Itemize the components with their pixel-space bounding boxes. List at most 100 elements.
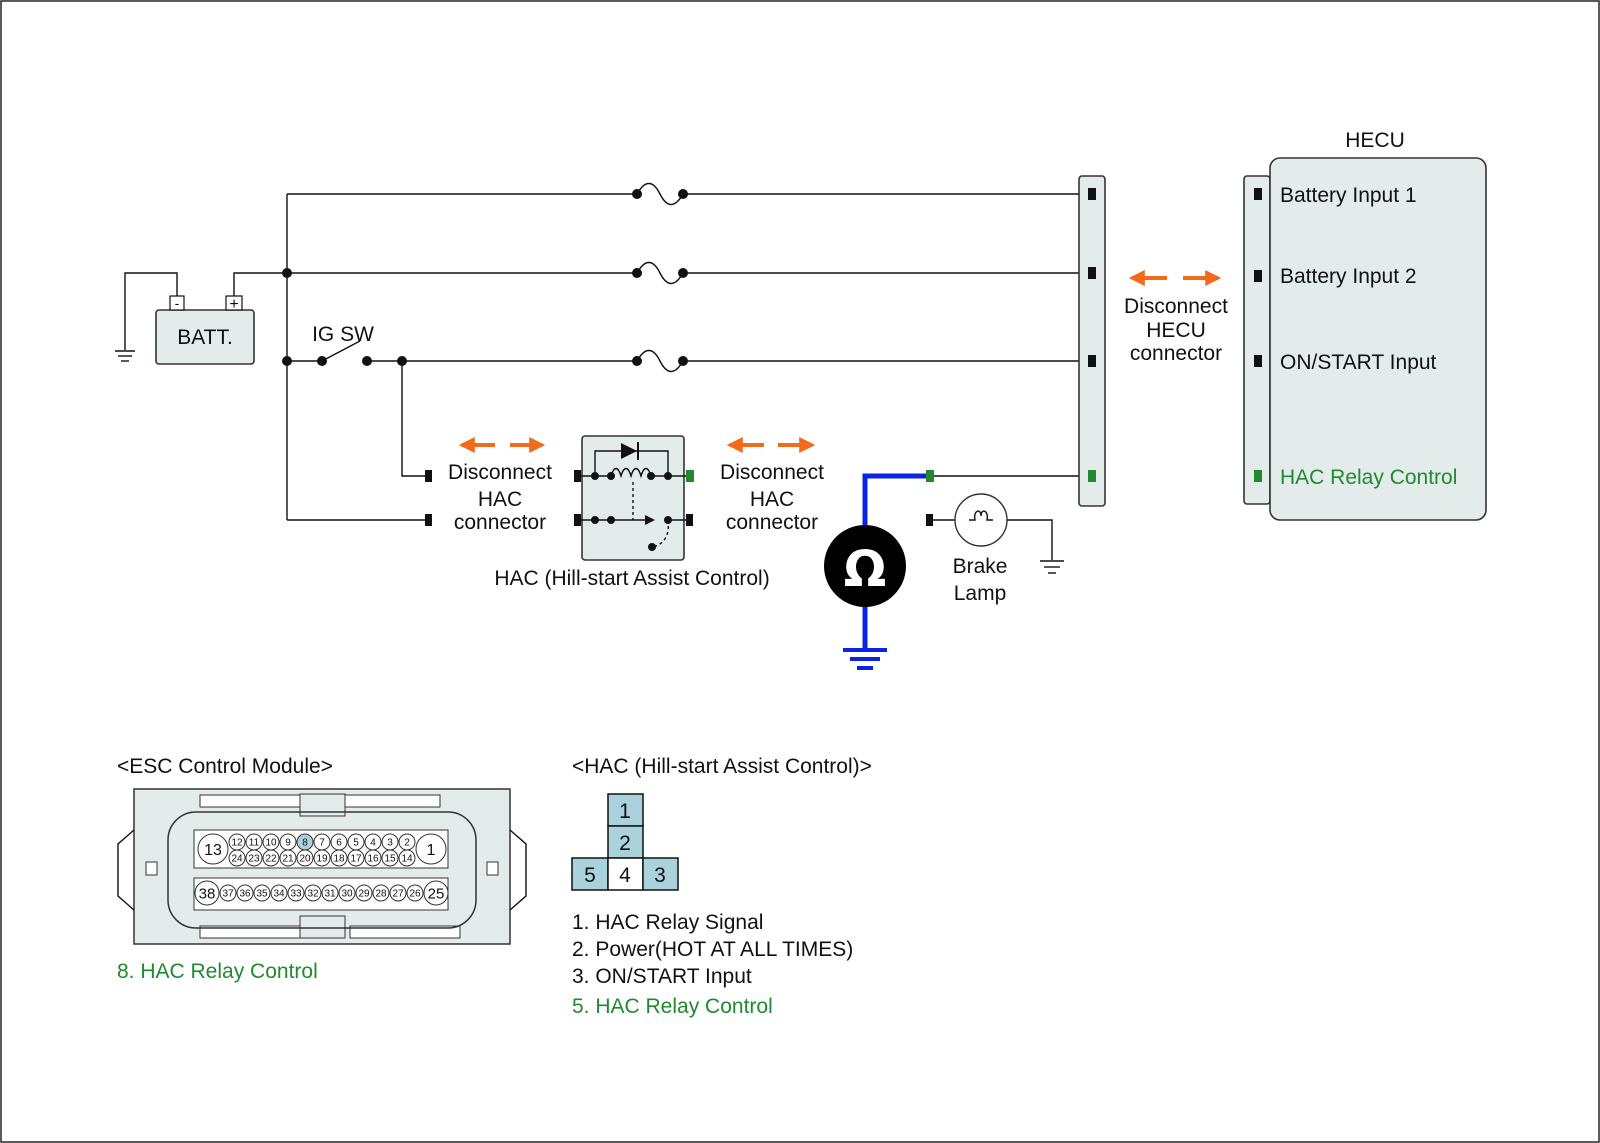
esc-pin-20-label: 20 bbox=[299, 854, 311, 865]
esc-pin-25-label: 25 bbox=[428, 885, 445, 902]
ohmmeter bbox=[824, 525, 906, 607]
svg-text:Lamp: Lamp bbox=[954, 582, 1007, 605]
svg-text:HECU: HECU bbox=[1146, 319, 1206, 342]
svg-text:connector: connector bbox=[726, 511, 818, 534]
fuse-2 bbox=[636, 261, 684, 285]
esc-pin-27 bbox=[389, 884, 407, 902]
esc-pin-31 bbox=[321, 884, 339, 902]
meter-lead-positive bbox=[862, 473, 926, 527]
esc-pin-33 bbox=[287, 884, 305, 902]
battery-positive-wire bbox=[233, 272, 287, 296]
esc-pin-9-label: 9 bbox=[285, 838, 291, 849]
hac-cell-2 bbox=[607, 825, 644, 859]
esc-pin-27-label: 27 bbox=[392, 889, 404, 900]
esc-pin-37-label: 37 bbox=[222, 889, 234, 900]
hac-note-2: 2. Power(HOT AT ALL TIMES) bbox=[572, 938, 853, 961]
hecu-module bbox=[1269, 157, 1487, 521]
esc-pin-24 bbox=[228, 849, 246, 867]
esc-pin-4-label: 4 bbox=[370, 838, 376, 849]
esc-title: <ESC Control Module> bbox=[117, 755, 333, 778]
hecu-input-hac-relay-control: HAC Relay Control bbox=[1280, 466, 1457, 489]
esc-pin-29-label: 29 bbox=[358, 889, 370, 900]
esc-pin-13 bbox=[197, 833, 229, 865]
esc-pin-1 bbox=[415, 833, 447, 865]
hac-relay bbox=[574, 435, 694, 561]
esc-pin-21 bbox=[279, 849, 297, 867]
hac-note-5: 5. HAC Relay Control bbox=[572, 995, 773, 1018]
esc-pin-24-label: 24 bbox=[231, 854, 243, 865]
esc-pin-21-label: 21 bbox=[282, 854, 294, 865]
hac-connector: 1 2 5 4 3 bbox=[571, 793, 679, 891]
esc-pin-12-label: 12 bbox=[231, 838, 243, 849]
hecu-connector bbox=[1243, 175, 1271, 505]
svg-text:BATT.: BATT. bbox=[177, 326, 233, 349]
esc-pin-16-label: 16 bbox=[367, 854, 379, 865]
hac-cell-1 bbox=[607, 793, 644, 827]
esc-pin-13-label: 13 bbox=[204, 842, 222, 859]
svg-text:HAC: HAC bbox=[478, 488, 522, 511]
esc-pin-38-label: 38 bbox=[199, 885, 216, 902]
svg-text:3: 3 bbox=[654, 864, 666, 887]
svg-text:+: + bbox=[229, 296, 238, 313]
esc-pin-19 bbox=[313, 849, 331, 867]
hac-feed-wire-upper bbox=[401, 361, 428, 477]
meter-ground-symbol bbox=[843, 648, 887, 670]
esc-pin-36-label: 36 bbox=[239, 889, 251, 900]
esc-pin-37 bbox=[219, 884, 237, 902]
esc-pin-15 bbox=[381, 849, 399, 867]
disconnect-hac-right-label: Disconnect bbox=[720, 461, 824, 484]
esc-pin-20 bbox=[296, 849, 314, 867]
svg-text:HAC: HAC bbox=[750, 488, 794, 511]
hac-label: HAC (Hill-start Assist Control) bbox=[494, 567, 769, 590]
esc-pin-22-label: 22 bbox=[265, 854, 277, 865]
esc-pin-23 bbox=[245, 849, 263, 867]
esc-pin-28 bbox=[372, 884, 390, 902]
brake-lamp bbox=[954, 493, 1008, 547]
hac-note-1: 1. HAC Relay Signal bbox=[572, 911, 763, 934]
esc-pin-17 bbox=[347, 849, 365, 867]
esc-pin-22 bbox=[262, 849, 280, 867]
esc-pin-14-label: 14 bbox=[401, 854, 413, 865]
esc-pin-35 bbox=[253, 884, 271, 902]
esc-pin-19-label: 19 bbox=[316, 854, 328, 865]
hecu-input-on-start: ON/START Input bbox=[1280, 351, 1437, 374]
esc-pin-36 bbox=[236, 884, 254, 902]
fuse-3 bbox=[636, 349, 684, 373]
esc-pin-3-label: 3 bbox=[387, 838, 393, 849]
svg-text:-: - bbox=[175, 295, 180, 311]
esc-pin-26 bbox=[406, 884, 424, 902]
fuse-1 bbox=[636, 182, 684, 206]
ig-switch-label: IG SW bbox=[312, 323, 374, 346]
esc-pin-25 bbox=[423, 880, 449, 906]
esc-pin-5-label: 5 bbox=[353, 838, 359, 849]
esc-pin-8-label: 8 bbox=[302, 838, 308, 849]
esc-pin-10-label: 10 bbox=[265, 838, 277, 849]
esc-pin-26-label: 26 bbox=[409, 889, 421, 900]
battery-ground-wire bbox=[124, 272, 178, 350]
esc-pin-14 bbox=[398, 849, 416, 867]
esc-pin-18-label: 18 bbox=[333, 854, 345, 865]
brake-lamp-label: Brake bbox=[953, 555, 1008, 578]
esc-pin-30-label: 30 bbox=[341, 889, 353, 900]
esc-pin-38 bbox=[194, 880, 220, 906]
ground-symbol bbox=[1040, 560, 1064, 574]
esc-pin-33-label: 33 bbox=[290, 889, 302, 900]
hecu-title: HECU bbox=[1345, 129, 1405, 152]
esc-pin-31-label: 31 bbox=[324, 889, 336, 900]
esc-pin-23-label: 23 bbox=[248, 854, 260, 865]
hecu-harness-connector bbox=[1078, 175, 1106, 507]
svg-text:4: 4 bbox=[619, 864, 631, 887]
esc-pin-34-label: 34 bbox=[273, 889, 285, 900]
esc-pin-34 bbox=[270, 884, 288, 902]
esc-pin-35-label: 35 bbox=[256, 889, 268, 900]
hecu-input-battery-1: Battery Input 1 bbox=[1280, 184, 1417, 207]
hac-note-3: 3. ON/START Input bbox=[572, 965, 752, 988]
esc-pin-32 bbox=[304, 884, 322, 902]
svg-text:5: 5 bbox=[584, 864, 596, 887]
esc-pin-6-label: 6 bbox=[336, 838, 342, 849]
esc-pin-30 bbox=[338, 884, 356, 902]
svg-text:connector: connector bbox=[1130, 342, 1222, 365]
